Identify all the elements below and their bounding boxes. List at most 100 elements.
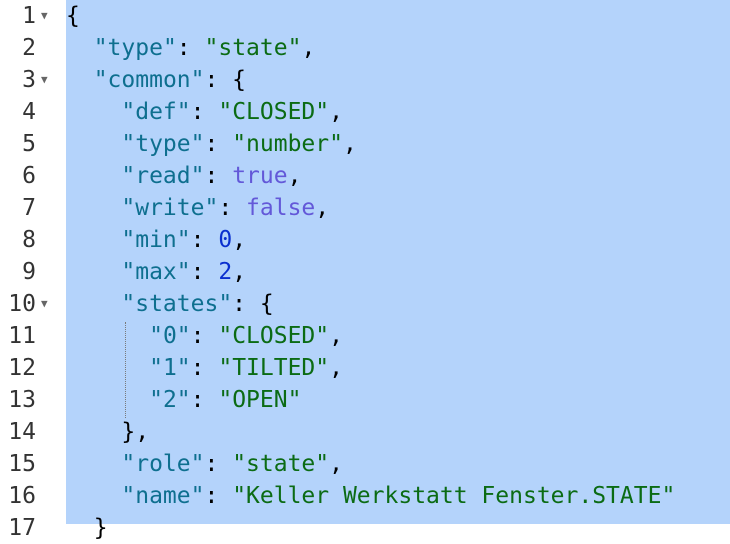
code-text: "2": "OPEN": [66, 384, 301, 416]
code-token: "number": [232, 131, 343, 157]
code-token: "type": [93, 35, 177, 61]
code-text: "max": 2,: [66, 256, 246, 288]
code-token: "states": [121, 291, 233, 317]
code-token: "type": [121, 131, 205, 157]
code-token: "TILTED": [218, 355, 330, 381]
code-line[interactable]: 2 "type": "state",: [0, 32, 730, 64]
code-token: "1": [149, 355, 191, 381]
code-editor-selection[interactable]: [66, 0, 730, 524]
code-token: [66, 387, 149, 413]
code-line[interactable]: 12 "1": "TILTED",: [0, 352, 730, 384]
code-token: ,: [329, 323, 343, 349]
code-token: :: [190, 99, 219, 125]
code-line[interactable]: 17 }: [0, 512, 730, 544]
code-token: false: [246, 195, 316, 221]
code-token: 2: [218, 259, 233, 285]
code-token: "state": [204, 35, 302, 61]
code-line[interactable]: 16 "name": "Keller Werkstatt Fenster.STA…: [0, 480, 730, 512]
code-token: [66, 291, 121, 317]
fold-caret-icon[interactable]: ▼: [41, 297, 48, 310]
line-number: 12: [8, 355, 36, 381]
code-token: ,: [232, 227, 247, 253]
code-token: "common": [93, 67, 205, 93]
code-token: :: [204, 451, 233, 477]
code-token: "2": [149, 387, 191, 413]
code-line[interactable]: 5 "type": "number",: [0, 128, 730, 160]
line-number: 4: [22, 99, 36, 125]
code-line[interactable]: 13 "2": "OPEN": [0, 384, 730, 416]
code-token: },: [66, 419, 150, 445]
code-token: "min": [121, 227, 191, 253]
code-text: "role": "state",: [66, 448, 343, 480]
code-token: "CLOSED": [218, 323, 330, 349]
line-number: 5: [22, 131, 36, 157]
line-number: 13: [8, 387, 36, 413]
code-line[interactable]: 11 "0": "CLOSED",: [0, 320, 730, 352]
fold-caret-icon[interactable]: ▼: [41, 73, 48, 86]
line-number: 16: [8, 483, 36, 509]
code-token: "read": [121, 163, 205, 189]
line-number: 15: [8, 451, 36, 477]
code-token: 0: [218, 227, 233, 253]
code-text: "read": true,: [66, 160, 301, 192]
code-token: :: [190, 387, 219, 413]
code-token: [66, 451, 121, 477]
code-line[interactable]: 15 "role": "state",: [0, 448, 730, 480]
code-token: {: [66, 3, 80, 29]
code-token: : {: [204, 67, 247, 93]
code-token: "OPEN": [218, 387, 302, 413]
code-text: "0": "CLOSED",: [66, 320, 343, 352]
code-token: :: [204, 163, 233, 189]
code-token: "Keller Werkstatt Fenster.STATE": [232, 483, 676, 509]
code-token: [66, 35, 94, 61]
code-line[interactable]: 1 ▼ {: [0, 0, 730, 32]
code-text: "def": "CLOSED",: [66, 96, 343, 128]
line-number: 8: [22, 227, 36, 253]
code-token: :: [190, 323, 219, 349]
code-token: :: [218, 195, 247, 221]
code-line[interactable]: 3 ▼ "common": {: [0, 64, 730, 96]
code-token: "0": [149, 323, 191, 349]
code-line[interactable]: 14 },: [0, 416, 730, 448]
code-token: [66, 163, 121, 189]
code-token: "write": [121, 195, 219, 221]
code-token: ,: [342, 131, 357, 157]
code-token: :: [190, 259, 219, 285]
code-token: ,: [315, 195, 330, 221]
code-token: :: [204, 131, 233, 157]
code-text: "common": {: [66, 64, 246, 96]
fold-caret-icon[interactable]: ▼: [41, 9, 48, 22]
code-line[interactable]: 9 "max": 2,: [0, 256, 730, 288]
line-number: 3: [22, 67, 36, 93]
indent-guide: [125, 322, 126, 418]
code-token: true: [232, 163, 288, 189]
code-text: {: [66, 0, 80, 32]
code-text: "1": "TILTED",: [66, 352, 343, 384]
code-token: "role": [121, 451, 205, 477]
code-line[interactable]: 6 "read": true,: [0, 160, 730, 192]
code-token: "def": [121, 99, 191, 125]
code-token: :: [190, 227, 219, 253]
code-token: : {: [232, 291, 274, 317]
code-line[interactable]: 8 "min": 0,: [0, 224, 730, 256]
code-line[interactable]: 4 "def": "CLOSED",: [0, 96, 730, 128]
code-token: [66, 259, 121, 285]
line-number: 1: [22, 3, 36, 29]
code-token: [66, 323, 149, 349]
code-token: "name": [121, 483, 205, 509]
code-text: "states": {: [66, 288, 274, 320]
code-token: [66, 227, 121, 253]
code-token: [66, 131, 121, 157]
code-token: :: [204, 483, 233, 509]
code-line[interactable]: 10▼ "states": {: [0, 288, 730, 320]
line-number: 7: [22, 195, 36, 221]
code-text: },: [66, 416, 149, 448]
code-token: :: [176, 35, 205, 61]
code-token: ,: [329, 451, 343, 477]
code-token: [66, 355, 149, 381]
code-token: ,: [232, 259, 247, 285]
code-token: :: [190, 355, 219, 381]
code-token: ,: [329, 355, 343, 381]
code-token: [66, 99, 121, 125]
code-line[interactable]: 7 "write": false,: [0, 192, 730, 224]
